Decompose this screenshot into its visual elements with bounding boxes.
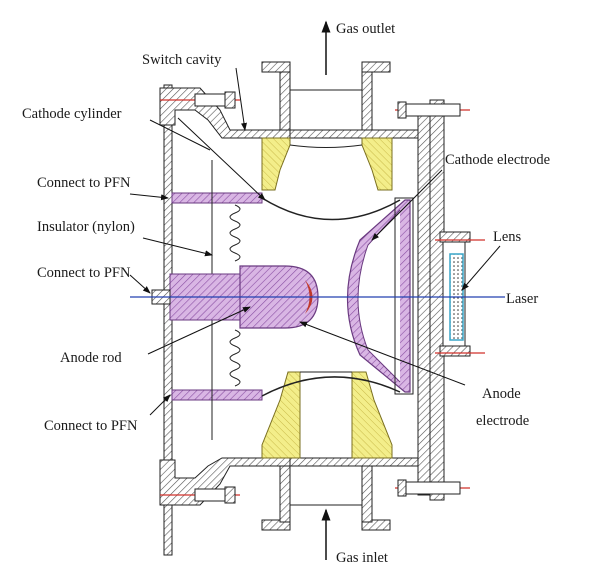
label-anode-rod: Anode rod [60,350,122,366]
bottom-insulator-left [261,371,301,459]
top-insulator-left [261,137,291,191]
label-connect-pfn-2: Connect to PFN [37,265,131,281]
label-anode-electrode-1: Anode [482,386,521,402]
top-insulator-right [361,137,393,191]
label-cathode-cylinder: Cathode cylinder [22,106,122,122]
right-wall [417,104,431,496]
label-connect-pfn-1: Connect to PFN [37,175,131,191]
label-connect-pfn-3: Connect to PFN [44,418,138,434]
leader-lines [129,67,501,416]
labels: Gas outlet Gas inlet Switch cavity Catho… [22,21,550,566]
label-gas-outlet: Gas outlet [336,21,395,37]
bottom-wall [289,457,426,467]
housing [159,84,471,556]
label-anode-electrode-2: electrode [476,413,529,429]
label-laser: Laser [506,291,538,307]
right-end-plate [429,99,445,501]
anode-tip [305,280,313,314]
label-lens: Lens [493,229,522,245]
right-bolts [395,101,485,497]
bottom-insulator-right [351,371,393,459]
bellows-top [229,204,241,262]
top-wall [289,129,426,139]
label-cathode-electrode: Cathode electrode [445,152,550,168]
label-gas-inlet: Gas inlet [336,550,388,566]
gas-inlet-pipe [261,371,393,531]
gas-outlet-pipe [261,61,393,191]
cathode-cylinder [171,160,401,440]
label-switch-cavity: Switch cavity [142,52,222,68]
cathode-electrode [346,197,414,395]
left-bolts [160,91,240,504]
bellows-bottom [229,329,241,387]
label-insulator: Insulator (nylon) [37,219,135,235]
